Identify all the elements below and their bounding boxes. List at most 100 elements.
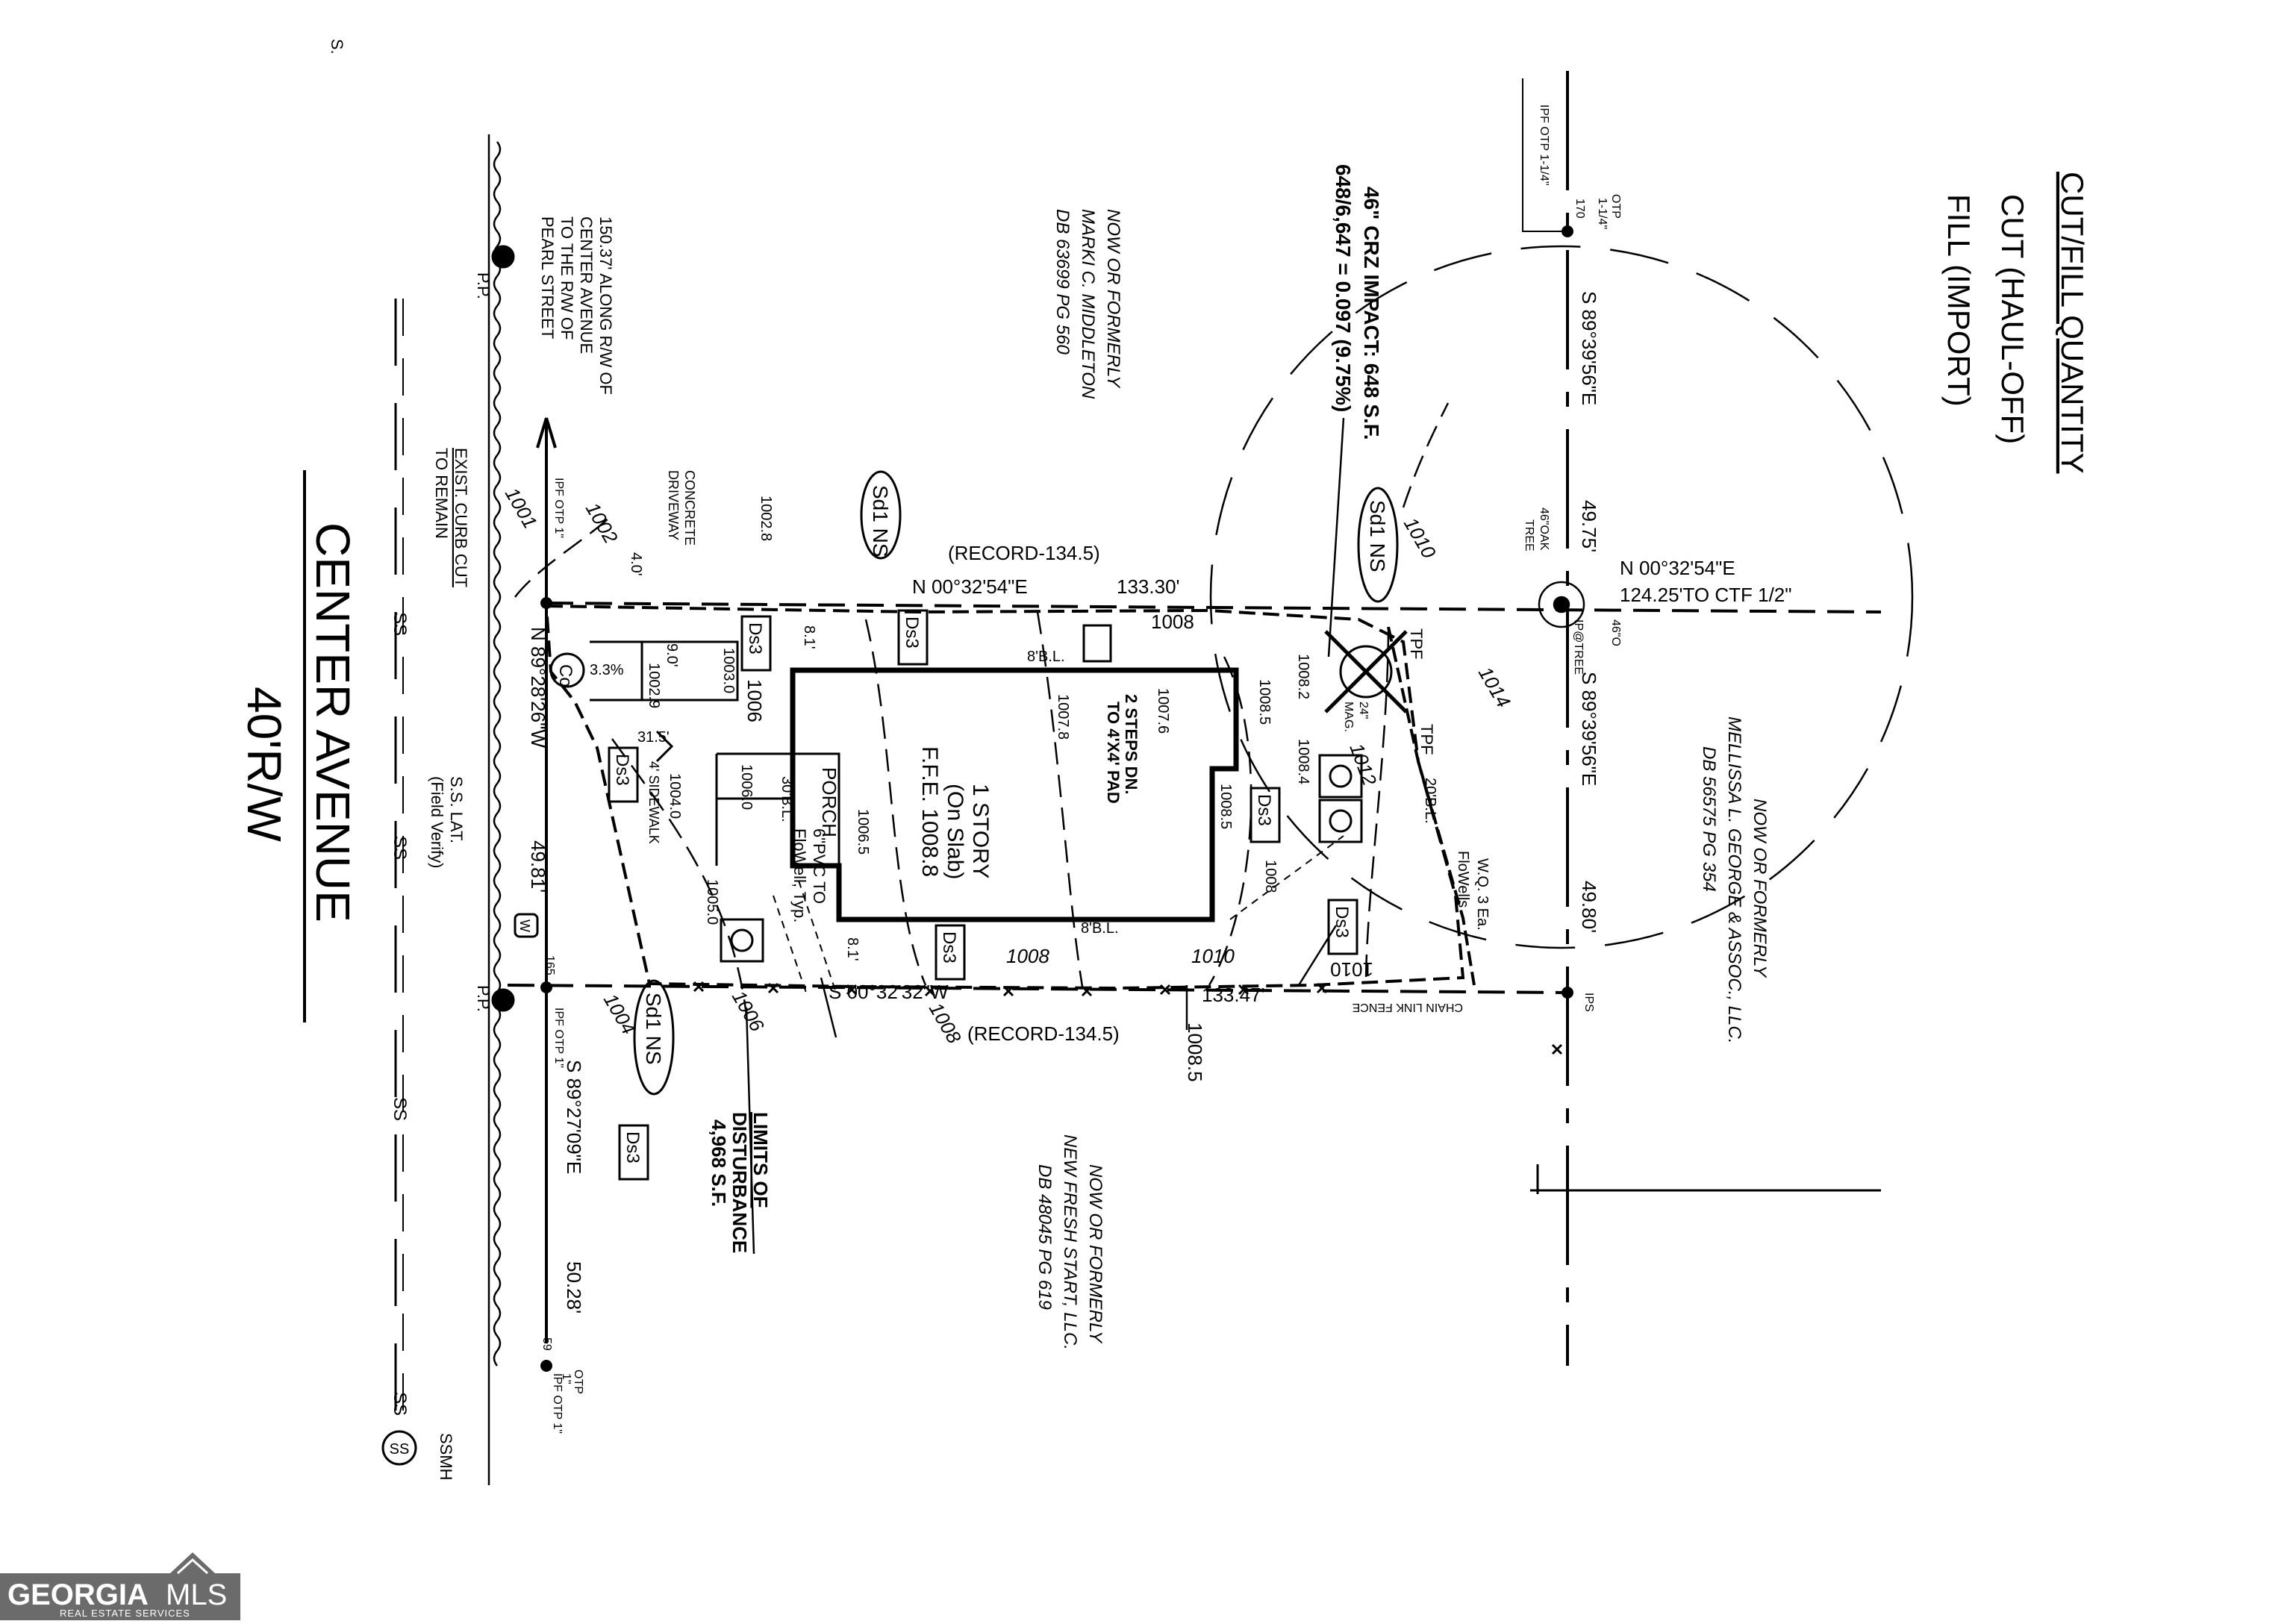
svg-text:1008: 1008: [1006, 945, 1049, 967]
svg-text:1004.0: 1004.0: [667, 773, 683, 819]
svg-text:CHAIN LINK FENCE: CHAIN LINK FENCE: [1353, 1001, 1463, 1014]
svg-text:CONCRETE: CONCRETE: [682, 470, 697, 546]
steps-pad: [1082, 624, 1112, 663]
svg-text:1008.5: 1008.5: [1256, 679, 1273, 725]
ss-label-2: SS: [390, 836, 410, 860]
georgiamls-logo: GEORGIA MLS REAL ESTATE SERVICES: [0, 1543, 240, 1620]
svg-text:F.F.E. 1008.8: F.F.E. 1008.8: [917, 746, 942, 877]
svg-text:TPF: TPF: [1407, 628, 1426, 660]
north-record-label: (RECORD-134.5): [948, 542, 1100, 564]
se-bearing-label: S 89°27'09"E: [563, 1060, 585, 1174]
street-lines: [303, 134, 502, 1485]
house-labels: 1 STORY (On Slab) F.F.E. 1008.8 PORCH 2 …: [818, 694, 1141, 879]
iron-pins: [540, 225, 1573, 1372]
svg-text:1007.8: 1007.8: [1055, 694, 1071, 740]
power-pole-south: [491, 988, 515, 1012]
svg-text:MELLISSA L. GEORGE & ASSOC., L: MELLISSA L. GEORGE & ASSOC., LLC.: [1724, 716, 1744, 1043]
south-dist-label: 133.47': [1202, 984, 1265, 1006]
walkway: [715, 752, 793, 866]
limits-of-disturbance: [544, 604, 1465, 990]
neighbor-north: NOW OR FORMERLY MARKI C. MIDDLETON DB 63…: [1052, 209, 1123, 399]
svg-text:24": 24": [1357, 702, 1370, 719]
svg-text:Ds3: Ds3: [623, 1131, 643, 1164]
svg-text:EXIST. CURB CUT: EXIST. CURB CUT: [452, 448, 470, 587]
west-bearing-label: N 89°28'26"W: [527, 627, 549, 748]
svg-text:1007.6: 1007.6: [1155, 688, 1171, 734]
svg-text:PEARL STREET: PEARL STREET: [538, 216, 557, 339]
monument-labels: IPF OTP 1" IPF OTP 1" IPF OTP 1" OTP 1" …: [540, 104, 1622, 1434]
south-bearing-label: S 00°32'32"W: [829, 981, 949, 1003]
svg-text:DB 56575 PG 354: DB 56575 PG 354: [1699, 746, 1719, 892]
magnolia-tree-removed: [1324, 630, 1408, 713]
svg-text:(Field Verify): (Field Verify): [428, 776, 446, 868]
svg-text:1002: 1002: [581, 499, 623, 548]
svg-text:DB 48045 PG 619: DB 48045 PG 619: [1035, 1164, 1055, 1310]
svg-text:Ds3: Ds3: [612, 754, 632, 786]
svg-text:FloWells: FloWells: [1455, 851, 1471, 908]
svg-text:1008: 1008: [1151, 610, 1194, 633]
svg-text:1": 1": [560, 1373, 573, 1384]
street-name: CENTER AVENUE: [306, 522, 360, 922]
svg-text:LIMITS OF: LIMITS OF: [749, 1112, 772, 1208]
svg-text:30'B.L.: 30'B.L.: [779, 776, 795, 822]
north-bearing-label: N 00°32'54"E: [912, 575, 1028, 598]
svg-text:NEW FRESH START, LLC.: NEW FRESH START, LLC.: [1060, 1134, 1080, 1350]
svg-text:59: 59: [540, 1337, 553, 1351]
svg-text:4' SIDEWALK: 4' SIDEWALK: [646, 761, 661, 844]
svg-text:1002.8: 1002.8: [758, 496, 774, 541]
svg-text:DRIVEWAY: DRIVEWAY: [666, 470, 681, 540]
svg-text:MARKI C. MIDDLETON: MARKI C. MIDDLETON: [1078, 209, 1098, 399]
svg-text:CENTER AVENUE: CENTER AVENUE: [577, 216, 596, 354]
bearings: (RECORD-134.5) N 00°32'54"E 133.30' S 00…: [527, 291, 1791, 1314]
svg-text:Ds3: Ds3: [1254, 794, 1274, 826]
porch-outline: [791, 752, 840, 867]
svg-text:1008.5: 1008.5: [1217, 784, 1234, 829]
oak-tree: [1538, 581, 1585, 628]
svg-text:W.Q. 3 Ea.: W.Q. 3 Ea.: [1474, 858, 1491, 931]
front-arrow: [536, 417, 557, 449]
power-pole-north: [491, 245, 515, 269]
svg-text:Sd1 NS: Sd1 NS: [1366, 500, 1389, 572]
svg-text:1008.4: 1008.4: [1295, 739, 1311, 784]
logo-tagline: REAL ESTATE SERVICES: [60, 1608, 190, 1619]
svg-text:9.0': 9.0': [664, 643, 680, 667]
logo-brand-b: MLS: [166, 1578, 227, 1611]
flowells: [720, 754, 1363, 963]
ss-label-3: SS: [390, 1097, 410, 1121]
ne-bearing-label: S 89°39'56"E: [1578, 291, 1600, 405]
svg-text:S.S. LAT.: S.S. LAT.: [447, 776, 466, 843]
critical-root-zone: [1209, 245, 1914, 949]
svg-text:Ds3: Ds3: [745, 622, 765, 655]
svg-text:P.P.: P.P.: [474, 272, 493, 299]
svg-text:1003.0: 1003.0: [720, 648, 737, 693]
setback-labels: 30'B.L. 8'B.L. 8'B.L. 20'B.L.: [779, 649, 1438, 937]
limits-of-disturbance-label: LIMITS OF DISTURBANCE 4,968 S.F.: [708, 1112, 772, 1253]
badges: Sd1 NS Sd1 NS Sd1 NS Ds3 Ds3 Ds3 Ds3 Ds3…: [608, 470, 1399, 1181]
neighbor-south: NOW OR FORMERLY NEW FRESH START, LLC. DB…: [1035, 1134, 1105, 1350]
svg-text:PORCH: PORCH: [818, 767, 840, 837]
svg-text:46"O: 46"O: [1609, 619, 1622, 646]
cut-fill-title: CUT/FILL QUANTITY: [2055, 172, 2090, 473]
tree-protection-fence: [1387, 626, 1476, 986]
ssmh-ss-text: SS: [390, 1441, 410, 1458]
svg-text:IPS: IPS: [1582, 993, 1595, 1012]
notes: 150.37' ALONG R/W OF CENTER AVENUE TO TH…: [428, 216, 1622, 1481]
svg-text:OTP: OTP: [1609, 194, 1622, 219]
south-record-label: (RECORD-134.5): [967, 1022, 1120, 1045]
svg-text:1002.9: 1002.9: [646, 663, 662, 708]
svg-text:3.3%: 3.3%: [590, 662, 624, 678]
svg-text:20'B.L.: 20'B.L.: [1422, 778, 1438, 824]
ss-label-1: SS: [390, 612, 410, 636]
svg-text:TPF: TPF: [1417, 724, 1436, 755]
road-edge-wavy: [493, 141, 502, 1367]
ssmh-symbol: SS: [381, 1430, 417, 1466]
svg-text:1008: 1008: [1262, 860, 1279, 893]
svg-text:1010: 1010: [1330, 958, 1373, 981]
svg-text:Ds3: Ds3: [939, 931, 959, 964]
house-footprint: [715, 624, 1239, 922]
svg-text:1008.5: 1008.5: [1184, 1022, 1206, 1082]
svg-text:TO 4'X4' PAD: TO 4'X4' PAD: [1104, 702, 1123, 804]
svg-text:1 STORY: 1 STORY: [968, 784, 993, 878]
fill-label: FILL (IMPORT): [1941, 194, 1977, 407]
